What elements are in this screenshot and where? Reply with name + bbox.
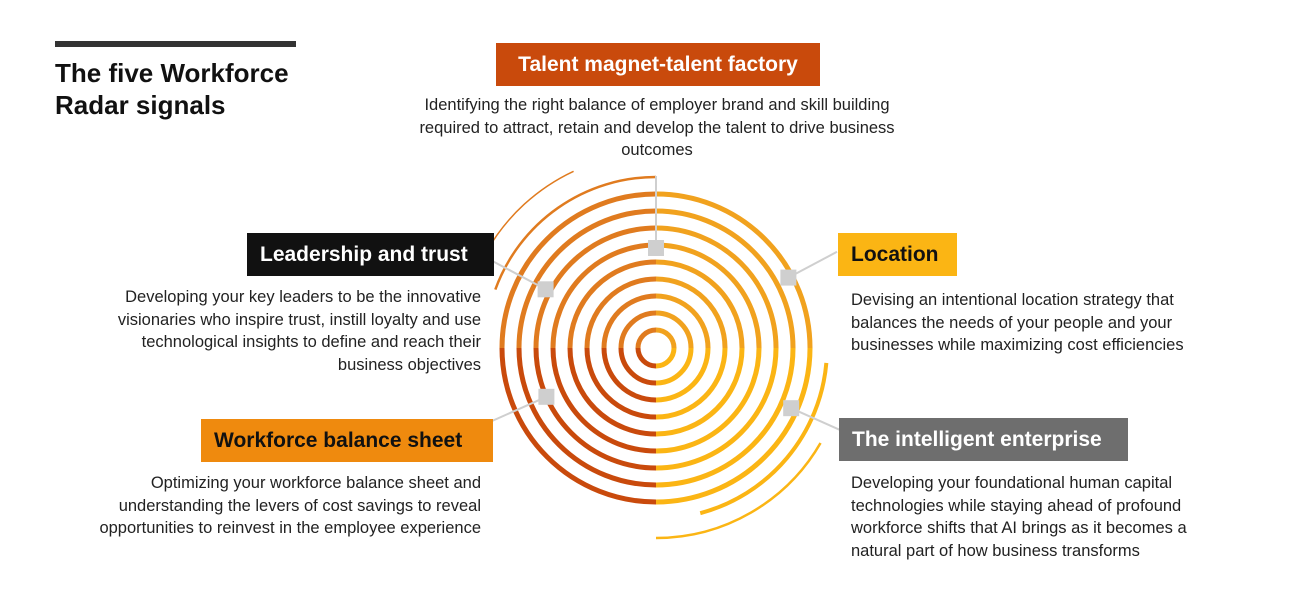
- ring-arc: [584, 276, 657, 349]
- ring-arc: [601, 347, 657, 403]
- page-title: The five Workforce Radar signals: [55, 58, 289, 120]
- outer-arc-topleft: [486, 170, 574, 251]
- outer-arc-right: [699, 362, 829, 516]
- ring-arc: [655, 208, 796, 349]
- ring-arc: [655, 347, 694, 386]
- ring-arc: [516, 208, 657, 349]
- ring-arc: [655, 347, 711, 403]
- ring-arc: [550, 242, 657, 349]
- ring-arc: [655, 191, 813, 349]
- ring-arc: [655, 310, 694, 349]
- ring-arc: [618, 347, 657, 386]
- ring-arc: [655, 225, 779, 349]
- spoke-location-marker: [780, 269, 797, 286]
- ring-arc: [516, 347, 657, 488]
- ring-arc: [655, 276, 728, 349]
- ring-arc: [567, 347, 657, 437]
- ring-arc: [655, 347, 728, 420]
- ring-arc: [567, 259, 657, 349]
- desc-workforce-balance-sheet: Optimizing your workforce balance sheet …: [99, 474, 481, 537]
- ring-arc: [635, 327, 657, 349]
- spoke-intelligent: [790, 407, 849, 435]
- spoke-location: [787, 250, 838, 279]
- ring-arc: [655, 347, 796, 488]
- radar-spokes: [472, 176, 849, 435]
- outer-arc-bottom: [655, 442, 822, 540]
- ring-arc: [655, 347, 762, 454]
- ring-arc: [655, 242, 762, 349]
- ring-arc: [655, 347, 677, 369]
- spoke-talent-marker: [648, 240, 664, 256]
- spoke-intelligent-marker: [783, 400, 800, 417]
- ring-arc: [655, 327, 677, 349]
- ring-arc: [533, 225, 657, 349]
- ring-arc: [635, 347, 657, 369]
- desc-leadership-trust: Developing your key leaders to be the in…: [117, 288, 481, 374]
- radar-rings: [486, 170, 829, 540]
- ring-arc: [655, 293, 711, 349]
- spoke-balance-marker: [538, 388, 555, 405]
- label-workforce-balance-sheet: Workforce balance sheet: [201, 419, 493, 462]
- desc-location: Devising an intentional location strateg…: [851, 291, 1184, 354]
- ring-arc: [499, 347, 657, 505]
- ring-arc: [618, 310, 657, 349]
- ring-arc: [533, 347, 657, 471]
- ring-arc: [655, 347, 813, 505]
- outer-arc-left: [494, 175, 657, 290]
- spoke-leadership-marker: [537, 281, 554, 298]
- label-leadership-trust: Leadership and trust: [247, 233, 494, 276]
- ring-arc: [655, 347, 745, 437]
- desc-intelligent-enterprise: Developing your foundational human capit…: [851, 474, 1187, 560]
- title-rule: [55, 41, 296, 47]
- label-intelligent-enterprise: The intelligent enterprise: [839, 418, 1128, 461]
- desc-talent-magnet: Identifying the right balance of employe…: [419, 96, 895, 159]
- ring-arc: [601, 293, 657, 349]
- label-location: Location: [838, 233, 957, 276]
- ring-arc: [550, 347, 657, 454]
- ring-arc: [655, 347, 779, 471]
- label-talent-magnet: Talent magnet-talent factory: [496, 43, 820, 86]
- ring-arc: [499, 191, 657, 349]
- ring-arc: [584, 347, 657, 420]
- ring-arc: [655, 259, 745, 349]
